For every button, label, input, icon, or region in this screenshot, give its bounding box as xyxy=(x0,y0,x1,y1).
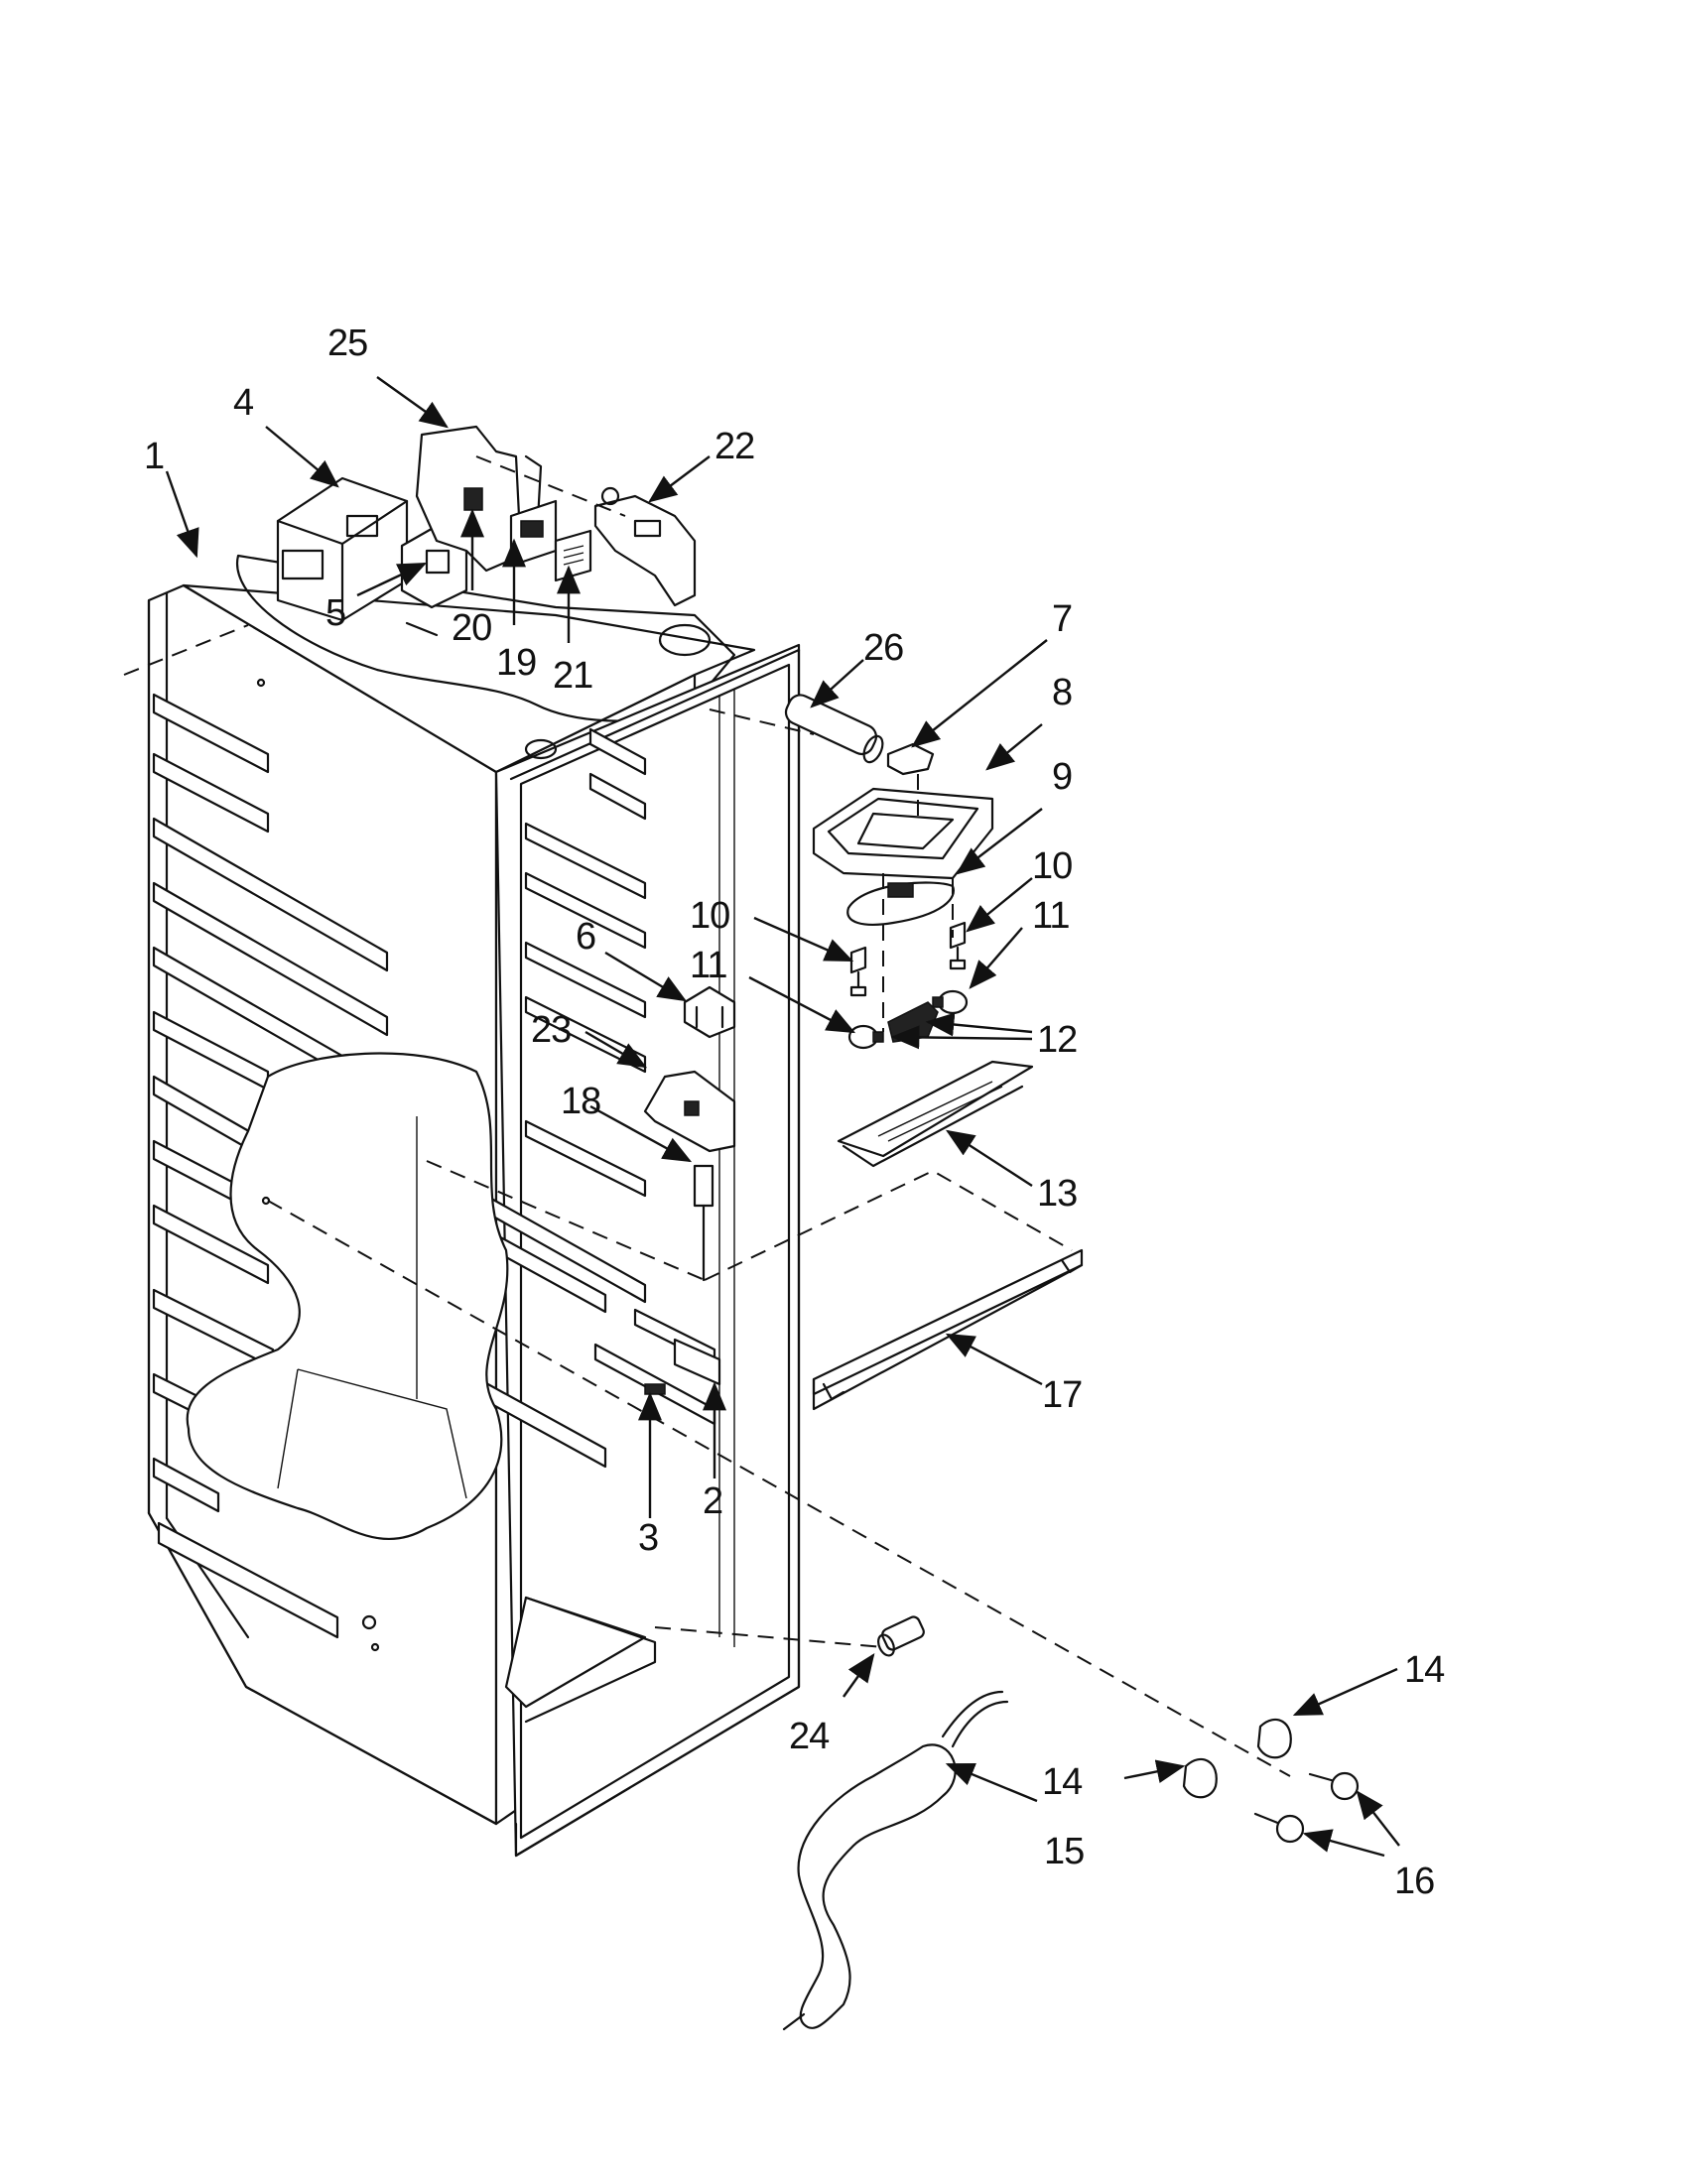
callout-13: 13 xyxy=(1037,1173,1077,1215)
part-10-screw-left xyxy=(849,946,867,997)
part-2-plate xyxy=(633,1308,721,1386)
part-23-housing xyxy=(643,1070,736,1153)
assembly-lines xyxy=(123,455,1291,1777)
callout-14-lower: 14 xyxy=(1042,1761,1083,1803)
part-24-fitting xyxy=(877,1615,925,1657)
part-6-bracket xyxy=(683,985,736,1039)
callout-17: 17 xyxy=(1042,1374,1082,1416)
part-20-clip xyxy=(463,487,483,511)
callout-26: 26 xyxy=(863,627,903,669)
callout-6: 6 xyxy=(576,916,595,958)
part-11-bulb-right xyxy=(932,989,969,1015)
part-10-screw-right xyxy=(949,921,967,970)
callout-14-upper: 14 xyxy=(1404,1649,1445,1691)
callout-21: 21 xyxy=(553,655,592,697)
callout-20: 20 xyxy=(452,607,491,649)
part-17-panel xyxy=(812,1248,1084,1411)
callout-23: 23 xyxy=(531,1009,571,1051)
callout-19: 19 xyxy=(496,642,536,684)
liner xyxy=(147,554,801,1858)
callout-15: 15 xyxy=(1044,1831,1084,1872)
part-18-thermistor xyxy=(693,1164,714,1282)
part-22-housing xyxy=(593,486,697,607)
part-21-label xyxy=(554,529,592,582)
part-26-filter xyxy=(784,694,884,764)
callout-11-left: 11 xyxy=(690,945,726,986)
callout-labels: 1 2 3 4 5 6 7 8 9 10 10 11 11 12 13 14 1… xyxy=(144,322,1446,1902)
part-4-housing xyxy=(276,476,409,622)
part-7-clip xyxy=(886,742,935,776)
part-11-bulb-left xyxy=(847,1024,884,1050)
callout-11-right: 11 xyxy=(1032,895,1069,937)
callout-1: 1 xyxy=(144,436,164,477)
callout-10-right: 10 xyxy=(1032,845,1072,887)
part-9-light-lens xyxy=(846,881,955,926)
callout-16: 16 xyxy=(1394,1861,1434,1902)
leader-arrows xyxy=(165,376,1400,1858)
part-15-tube xyxy=(782,1690,1009,2031)
callout-24: 24 xyxy=(789,1716,830,1757)
callout-7: 7 xyxy=(1052,598,1072,640)
part-14-cap-lower xyxy=(1182,1757,1218,1799)
callout-9: 9 xyxy=(1052,756,1072,798)
part-16-screw-lower xyxy=(1253,1812,1305,1844)
part-13-tray xyxy=(837,1060,1034,1168)
part-16-screw-upper xyxy=(1308,1771,1360,1801)
callout-25: 25 xyxy=(327,322,367,364)
part-14-cap-upper xyxy=(1256,1718,1292,1759)
callout-8: 8 xyxy=(1052,672,1072,713)
callout-10-left: 10 xyxy=(690,895,729,937)
callout-3: 3 xyxy=(638,1517,658,1559)
callout-5: 5 xyxy=(325,592,345,634)
callout-18: 18 xyxy=(561,1081,600,1122)
part-8-filter-housing xyxy=(812,787,994,880)
callout-22: 22 xyxy=(714,426,754,467)
callout-4: 4 xyxy=(233,382,254,424)
callout-12: 12 xyxy=(1037,1019,1077,1061)
callout-2: 2 xyxy=(703,1480,722,1522)
